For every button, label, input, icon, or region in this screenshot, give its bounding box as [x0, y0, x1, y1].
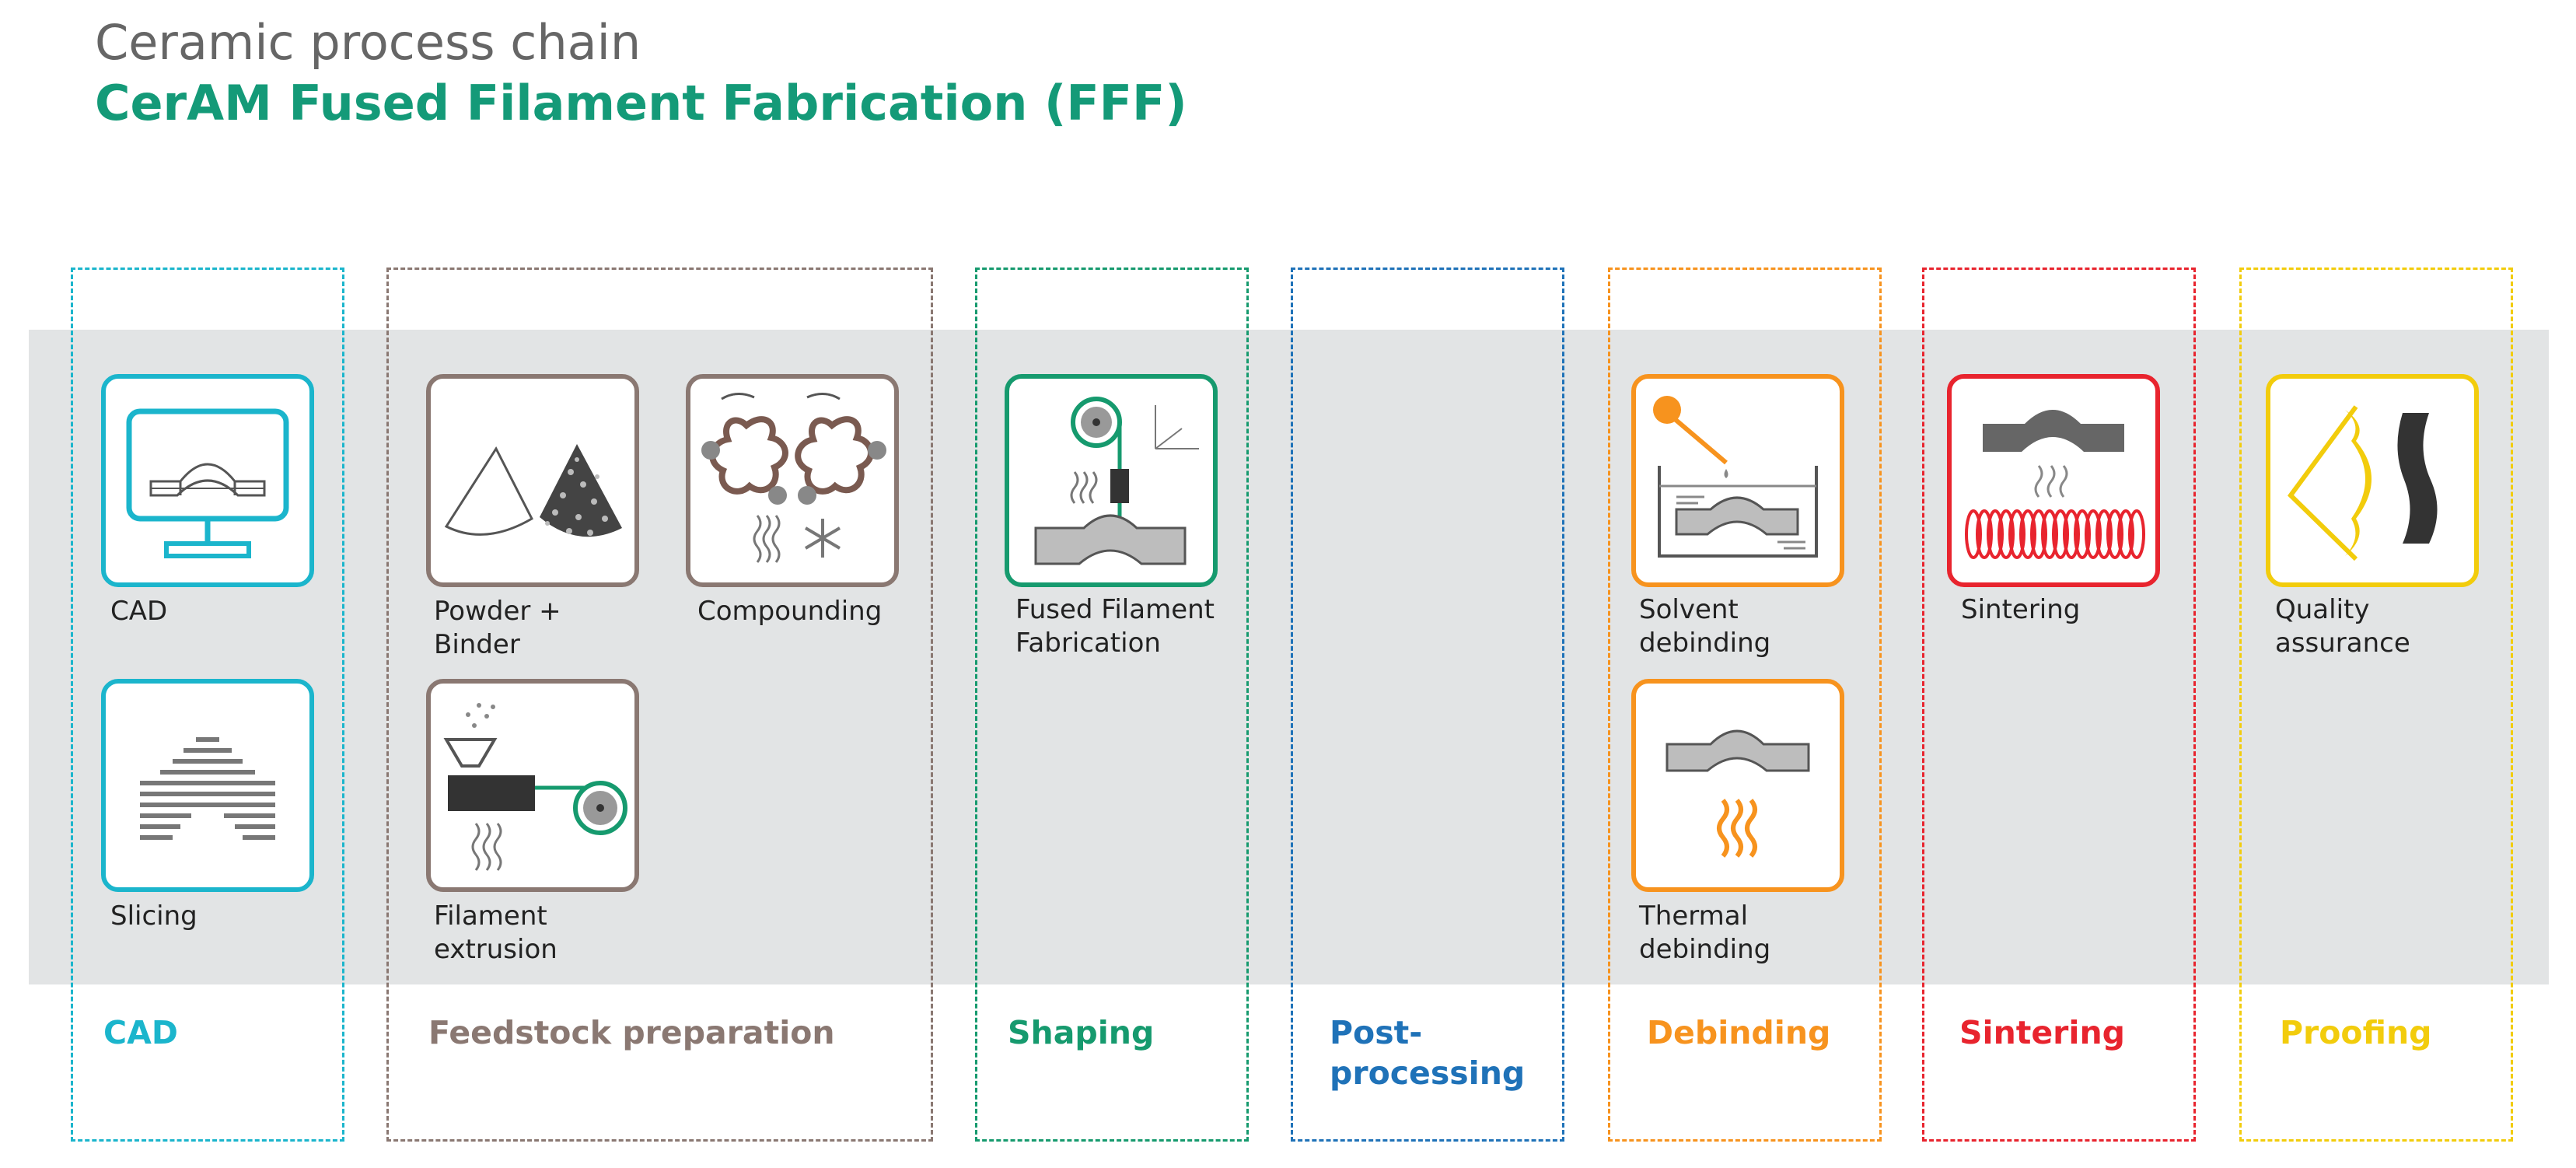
step-compounding: [686, 374, 899, 587]
step-thermal-debinding: [1631, 679, 1844, 892]
step-label-compounding: Compounding: [697, 596, 883, 627]
page-subtitle: CerAM Fused Filament Fabrication (FFF): [95, 75, 1187, 131]
stage-label-debinding: Debinding: [1647, 1014, 1831, 1051]
stage-label-proofing: Proofing: [2280, 1014, 2432, 1051]
step-sintering: [1947, 374, 2160, 587]
step-powder-binder: [426, 374, 639, 587]
step-fff: [1005, 374, 1218, 587]
step-quality-assurance: [2266, 374, 2479, 587]
filament-extrusion-icon: [443, 703, 627, 871]
solvent-debinding-icon: [1653, 396, 1818, 558]
step-label-fff: Fused Filament Fabrication: [1015, 594, 1215, 659]
step-label-solvent-debinding: Solvent debinding: [1639, 594, 1771, 659]
stage-label-sintering: Sintering: [1959, 1014, 2125, 1051]
stage-postprocessing: [1291, 268, 1564, 1142]
slicing-layers-icon: [140, 737, 275, 840]
step-solvent-debinding: [1631, 374, 1844, 587]
step-filament-extrusion: [426, 679, 639, 892]
stage-sintering: [1922, 268, 2196, 1142]
stage-cad: [71, 268, 344, 1142]
eye-inspection-icon: [2288, 405, 2438, 561]
stage-debinding: [1608, 268, 1882, 1142]
thermal-debinding-icon: [1665, 729, 1810, 858]
page-title: Ceramic process chain: [95, 14, 641, 71]
step-label-quality-assurance: Quality assurance: [2275, 594, 2410, 659]
stage-label-shaping: Shaping: [1008, 1014, 1155, 1051]
stage-label-feedstock: Feedstock preparation: [428, 1014, 835, 1051]
step-label-cad: CAD: [110, 596, 168, 627]
step-label-thermal-debinding: Thermal debinding: [1639, 900, 1771, 965]
stage-label-postprocessing: Post- processing: [1330, 1014, 1526, 1092]
sintering-furnace-icon: [1965, 410, 2145, 559]
step-label-powder-binder: Powder + Binder: [434, 596, 561, 660]
stage-shaping: [975, 268, 1249, 1142]
step-label-sintering: Sintering: [1961, 594, 2081, 625]
step-cad: [101, 374, 314, 587]
step-slicing: [101, 679, 314, 892]
monitor-cad-icon: [126, 408, 289, 558]
stage-label-cad: CAD: [103, 1014, 178, 1051]
step-label-filament-extrusion: Filament extrusion: [434, 900, 557, 965]
fff-printer-icon: [1034, 397, 1199, 565]
powder-binder-icon: [444, 444, 622, 537]
step-label-slicing: Slicing: [110, 900, 197, 932]
stage-proofing: [2239, 268, 2513, 1142]
compounding-icon: [701, 393, 886, 563]
stage-feedstock: [386, 268, 933, 1142]
